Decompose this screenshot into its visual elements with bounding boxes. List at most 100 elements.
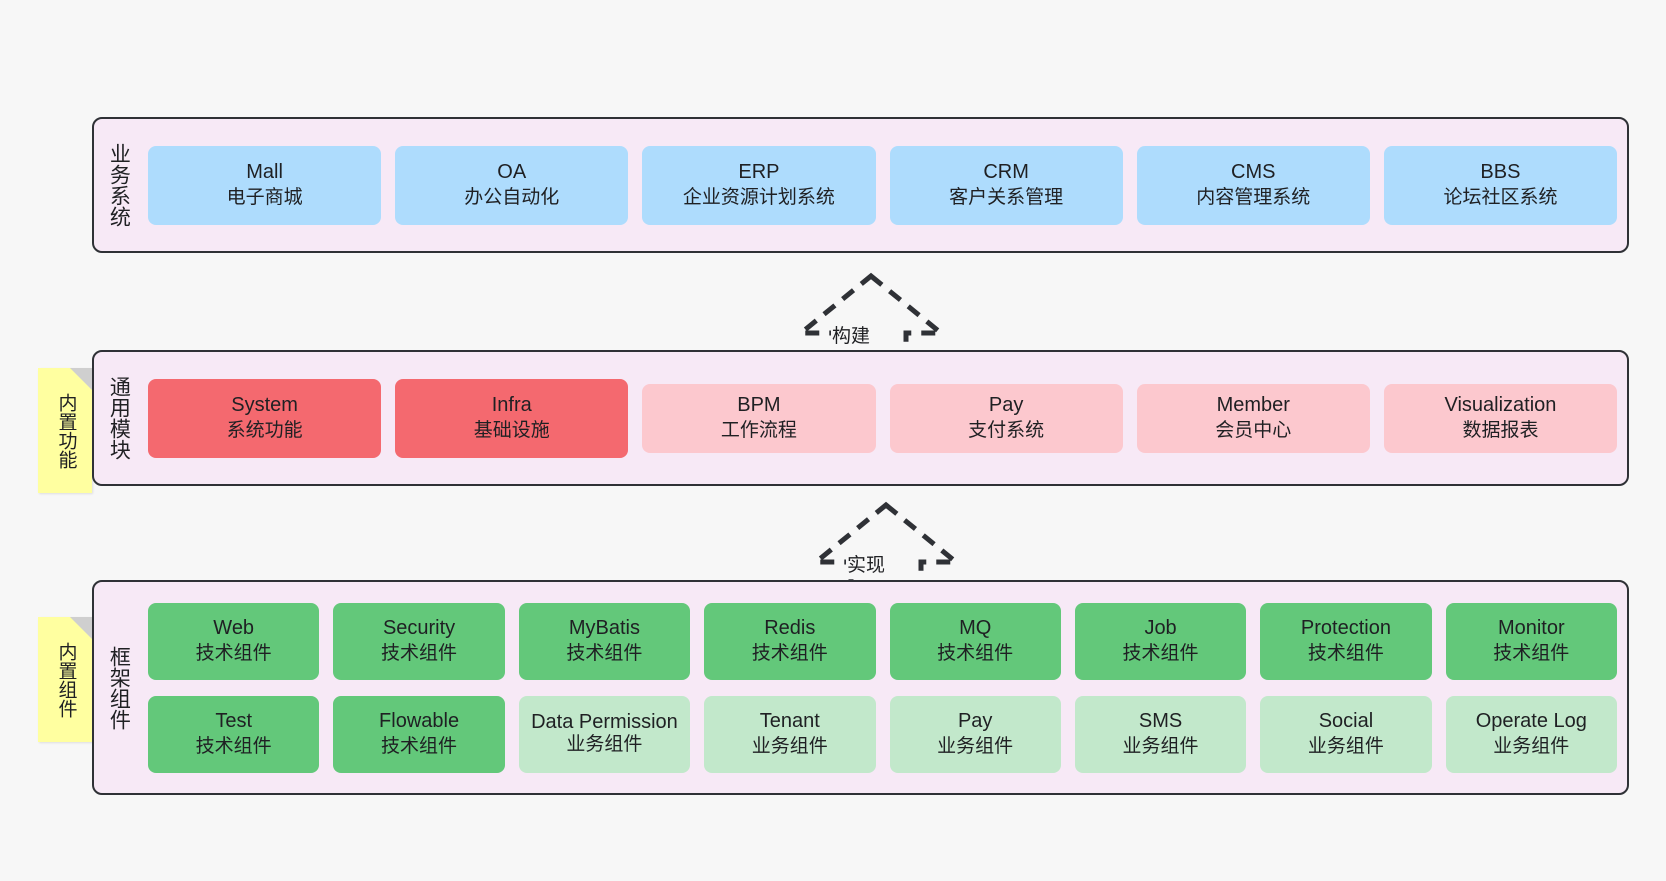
connector-implement: 实现 [808, 500, 964, 591]
module-card-oa[interactable]: OA 办公自动化 [395, 145, 629, 225]
component-desc: 业务组件 [751, 735, 828, 757]
component-card-protection[interactable]: Protection 技术组件 [1260, 602, 1432, 680]
component-name: SMS [1138, 710, 1183, 733]
component-card-social[interactable]: Social 业务组件 [1260, 695, 1432, 773]
component-card-tenant[interactable]: Tenant 业务组件 [704, 695, 876, 773]
component-desc: 技术组件 [195, 642, 272, 664]
module-name: BPM [737, 394, 781, 417]
component-desc: 技术组件 [1122, 642, 1199, 664]
component-card-sms[interactable]: SMS 业务组件 [1074, 695, 1247, 773]
module-name: OA [497, 161, 527, 184]
component-card-redis[interactable]: Redis 技术组件 [704, 602, 876, 680]
component-card-monitor[interactable]: Monitor 技术组件 [1445, 602, 1617, 680]
module-name: BBS [1480, 161, 1521, 184]
component-name: MQ [959, 617, 992, 640]
note-builtin-components: 内置组件 [38, 617, 92, 742]
framework-row-business: Test 技术组件 Flowable 技术组件 Data Permission … [148, 695, 1617, 773]
component-card-data-permission[interactable]: Data Permission 业务组件 [518, 695, 691, 773]
module-name: Pay [988, 394, 1024, 417]
module-card-bbs[interactable]: BBS 论坛社区系统 [1383, 145, 1618, 225]
layer-title-common: 通用模块 [107, 376, 131, 460]
component-name: Tenant [759, 710, 820, 733]
component-name: Security [382, 617, 456, 640]
component-desc: 业务组件 [566, 734, 643, 756]
component-name: Data Permission [531, 710, 678, 733]
module-name: Mall [246, 161, 283, 184]
module-desc: 会员中心 [1215, 419, 1292, 441]
module-card-infra[interactable]: Infra 基础设施 [395, 378, 629, 458]
component-card-mybatis[interactable]: MyBatis 技术组件 [518, 602, 691, 680]
module-desc: 论坛社区系统 [1443, 186, 1558, 208]
module-desc: 内容管理系统 [1196, 186, 1311, 208]
module-desc: 工作流程 [720, 419, 797, 441]
module-desc: 企业资源计划系统 [682, 186, 835, 208]
module-name: CRM [983, 161, 1029, 184]
module-card-visualization[interactable]: Visualization 数据报表 [1383, 383, 1618, 453]
module-desc: 基础设施 [473, 419, 550, 441]
component-name: Job [1144, 617, 1177, 640]
component-name: Operate Log [1475, 710, 1587, 733]
framework-row-tech: Web 技术组件 Security 技术组件 MyBatis 技术组件 Redi… [148, 602, 1617, 680]
note-fold-corner-icon [70, 368, 92, 390]
layer-title-business: 业务系统 [107, 143, 131, 227]
build-arrow-icon [793, 272, 949, 362]
layer-body-business: Mall 电子商城 OA 办公自动化 ERP 企业资源计划系统 CRM 客户关系… [142, 119, 1627, 251]
component-desc: 业务组件 [937, 735, 1014, 757]
component-name: Social [1318, 710, 1374, 733]
component-desc: 技术组件 [381, 642, 458, 664]
module-card-bpm[interactable]: BPM 工作流程 [642, 383, 876, 453]
layer-common-modules: 通用模块 System 系统功能 Infra 基础设施 BPM 工作流程 Pay… [92, 350, 1629, 486]
module-name: Member [1216, 394, 1290, 417]
note-fold-corner-icon [70, 617, 92, 639]
component-desc: 技术组件 [566, 642, 643, 664]
component-card-flowable[interactable]: Flowable 技术组件 [333, 695, 505, 773]
layer-framework-components: 框架组件 Web 技术组件 Security 技术组件 MyBatis 技术组件… [92, 580, 1629, 795]
component-name: Redis [764, 617, 816, 640]
connector-build-label: 构建 [831, 321, 872, 348]
module-card-erp[interactable]: ERP 企业资源计划系统 [642, 145, 876, 225]
module-card-member[interactable]: Member 会员中心 [1136, 383, 1370, 453]
module-desc: 客户关系管理 [949, 186, 1064, 208]
module-card-mall[interactable]: Mall 电子商城 [148, 145, 382, 225]
module-name: System [231, 394, 298, 417]
component-name: MyBatis [568, 617, 640, 640]
component-desc: 业务组件 [1122, 735, 1199, 757]
module-desc: 办公自动化 [464, 186, 560, 208]
component-desc: 技术组件 [195, 735, 272, 757]
module-card-pay[interactable]: Pay 支付系统 [889, 383, 1123, 453]
component-desc: 业务组件 [1493, 735, 1570, 757]
module-desc: 电子商城 [226, 186, 303, 208]
component-desc: 技术组件 [937, 642, 1014, 664]
component-card-pay[interactable]: Pay 业务组件 [889, 695, 1061, 773]
component-card-job[interactable]: Job 技术组件 [1074, 602, 1247, 680]
module-name: Visualization [1444, 394, 1557, 417]
module-desc: 系统功能 [226, 419, 303, 441]
layer-body-common: System 系统功能 Infra 基础设施 BPM 工作流程 Pay 支付系统… [142, 352, 1627, 484]
connector-build: 构建 [793, 271, 949, 362]
layer-business-system: 业务系统 Mall 电子商城 OA 办公自动化 ERP 企业资源计划系统 CRM… [92, 117, 1629, 253]
component-card-operate-log[interactable]: Operate Log 业务组件 [1445, 695, 1617, 773]
component-name: Protection [1300, 617, 1391, 640]
note-label: 内置组件 [55, 641, 77, 718]
component-name: Monitor [1497, 617, 1565, 640]
component-desc: 技术组件 [1307, 642, 1384, 664]
note-builtin-functions: 内置功能 [38, 368, 92, 493]
module-name: CMS [1231, 161, 1276, 184]
module-card-cms[interactable]: CMS 内容管理系统 [1136, 145, 1370, 225]
component-card-web[interactable]: Web 技术组件 [148, 602, 320, 680]
layer-body-framework: Web 技术组件 Security 技术组件 MyBatis 技术组件 Redi… [142, 582, 1627, 793]
component-card-mq[interactable]: MQ 技术组件 [889, 602, 1061, 680]
module-card-crm[interactable]: CRM 客户关系管理 [889, 145, 1123, 225]
component-card-test[interactable]: Test 技术组件 [148, 695, 320, 773]
component-name: Flowable [379, 710, 460, 733]
layer-title-framework: 框架组件 [107, 645, 131, 730]
module-desc: 支付系统 [968, 419, 1045, 441]
module-name: ERP [738, 161, 780, 184]
component-desc: 技术组件 [381, 735, 458, 757]
connector-implement-label: 实现 [846, 550, 887, 577]
component-name: Pay [957, 710, 993, 733]
module-desc: 数据报表 [1462, 419, 1539, 441]
module-card-system[interactable]: System 系统功能 [148, 378, 382, 458]
component-card-security[interactable]: Security 技术组件 [333, 602, 505, 680]
